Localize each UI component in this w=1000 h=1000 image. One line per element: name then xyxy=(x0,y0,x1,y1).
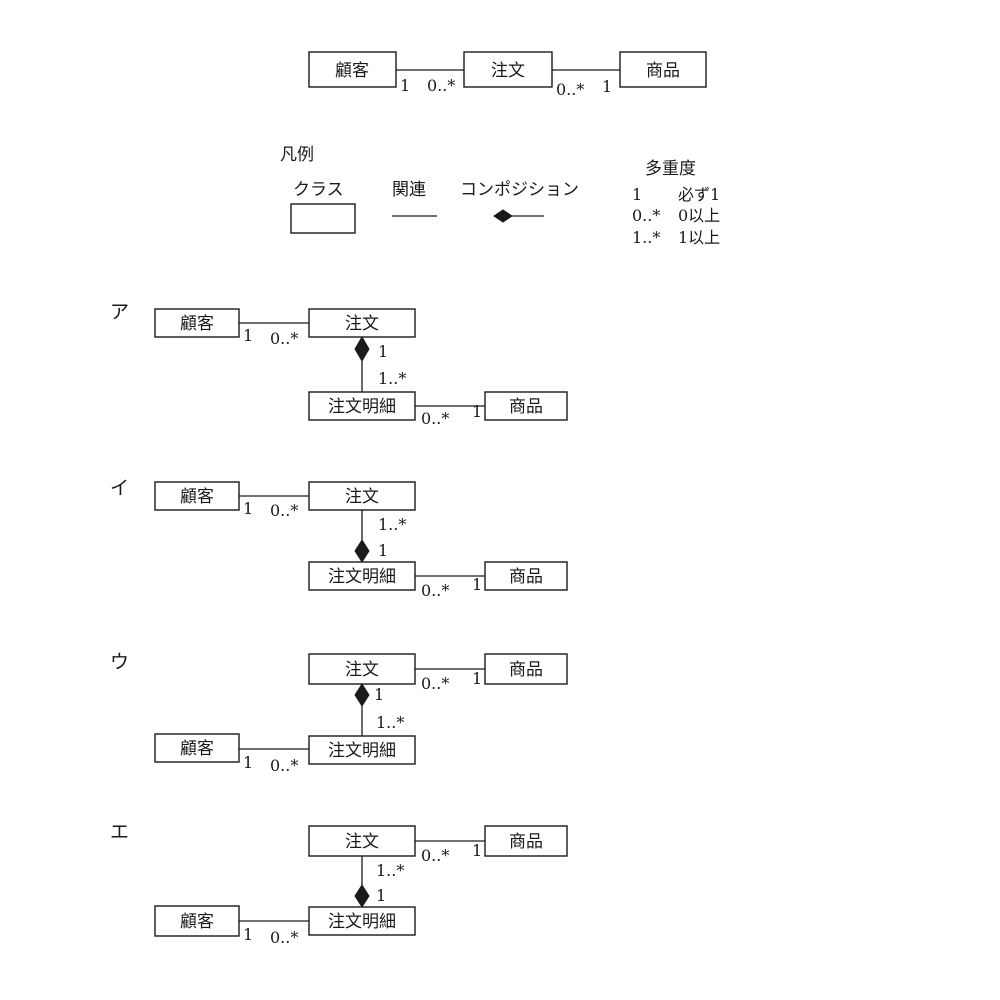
option-a-diagram: ア 顧客 注文 注文明細 商品 1 0..* 1 1..* 0..* 1 xyxy=(110,301,568,428)
class-label-customer: 顧客 xyxy=(335,61,369,81)
option-u-diagram: ウ 注文 商品 注文明細 顧客 0..* 1 1 1..* 1 0..* xyxy=(110,651,568,775)
composition-diamond xyxy=(354,539,370,563)
class-label-order: 注文 xyxy=(345,314,379,334)
class-label-order: 注文 xyxy=(345,660,379,680)
multiplicity: 1..* xyxy=(378,515,406,534)
class-box-order xyxy=(463,51,553,88)
multiplicity: 0..* xyxy=(421,846,449,865)
class-label-product: 商品 xyxy=(646,61,680,81)
legend-class-label: クラス xyxy=(293,180,344,200)
option-label: イ xyxy=(110,477,129,499)
class-box-order-detail xyxy=(308,391,416,421)
class-label-order: 注文 xyxy=(491,61,525,81)
top-diagram: 顧客 注文 商品 1 0..* 0..* 1 xyxy=(308,51,707,99)
multiplicity: 1..* xyxy=(378,369,406,388)
class-box-order xyxy=(308,825,416,857)
legend-multiplicity-desc: 1以上 xyxy=(678,228,720,247)
class-label-order-detail: 注文明細 xyxy=(328,912,396,932)
legend-class-box xyxy=(290,203,356,234)
legend-multiplicity-title: 多重度 xyxy=(645,159,696,179)
legend-multiplicity-symbol: 1 xyxy=(632,185,642,204)
class-box-customer xyxy=(154,733,240,763)
class-box-product xyxy=(484,825,568,857)
option-e-diagram: エ 注文 商品 注文明細 顧客 0..* 1 1..* 1 1 0..* xyxy=(110,821,568,947)
option-label: ウ xyxy=(110,651,129,673)
class-box-order-detail xyxy=(308,735,416,765)
class-label-customer: 顧客 xyxy=(180,739,214,759)
multiplicity: 1 xyxy=(472,575,482,594)
class-label-customer: 顧客 xyxy=(180,487,214,507)
multiplicity: 0..* xyxy=(270,756,298,775)
class-box-customer xyxy=(154,905,240,937)
multiplicity: 0..* xyxy=(427,76,455,95)
legend-title: 凡例 xyxy=(280,145,314,165)
legend: 凡例 クラス 関連 コンポジション 多重度 1 必ず1 0..* 0以上 1..… xyxy=(280,145,720,247)
class-box-product xyxy=(484,653,568,685)
multiplicity: 1 xyxy=(243,925,253,944)
multiplicity: 1 xyxy=(602,77,612,96)
multiplicity: 1 xyxy=(472,402,482,421)
legend-multiplicity-symbol: 0..* xyxy=(632,206,660,225)
legend-multiplicity-symbol: 1..* xyxy=(632,228,660,247)
option-label: エ xyxy=(110,821,129,843)
class-label-order: 注文 xyxy=(345,487,379,507)
class-label-order-detail: 注文明細 xyxy=(328,741,396,761)
option-i-diagram: イ 顧客 注文 注文明細 商品 1 0..* 1..* 1 0..* 1 xyxy=(110,477,568,600)
legend-composition-diamond xyxy=(493,209,513,223)
class-box-order xyxy=(308,308,416,338)
legend-association-label: 関連 xyxy=(392,180,426,200)
class-label-order-detail: 注文明細 xyxy=(328,397,396,417)
multiplicity: 1 xyxy=(243,753,253,772)
class-label-product: 商品 xyxy=(509,567,543,587)
class-label-product: 商品 xyxy=(509,660,543,680)
legend-composition-label: コンポジション xyxy=(460,180,579,200)
composition-diamond xyxy=(354,336,370,362)
multiplicity: 1 xyxy=(472,669,482,688)
class-box-customer xyxy=(154,308,240,338)
multiplicity: 1 xyxy=(400,76,410,95)
multiplicity: 1 xyxy=(243,499,253,518)
class-box-customer xyxy=(308,51,397,88)
class-box-product xyxy=(484,561,568,591)
multiplicity: 0..* xyxy=(270,329,298,348)
legend-multiplicity-desc: 必ず1 xyxy=(678,185,720,204)
composition-diamond xyxy=(354,683,370,707)
class-label-product: 商品 xyxy=(509,832,543,852)
multiplicity: 0..* xyxy=(421,674,449,693)
class-label-customer: 顧客 xyxy=(180,314,214,334)
class-box-product xyxy=(619,51,707,88)
class-box-product xyxy=(484,391,568,421)
multiplicity: 0..* xyxy=(556,80,584,99)
option-label: ア xyxy=(110,301,129,323)
multiplicity: 0..* xyxy=(270,501,298,520)
multiplicity: 0..* xyxy=(421,409,449,428)
multiplicity: 0..* xyxy=(270,928,298,947)
legend-multiplicity-desc: 0以上 xyxy=(678,206,720,225)
class-label-order: 注文 xyxy=(345,832,379,852)
composition-diamond xyxy=(354,884,370,908)
multiplicity: 1 xyxy=(378,342,388,361)
multiplicity: 1 xyxy=(376,886,386,905)
multiplicity: 1 xyxy=(472,841,482,860)
class-label-order-detail: 注文明細 xyxy=(328,567,396,587)
multiplicity: 1 xyxy=(243,326,253,345)
class-label-product: 商品 xyxy=(509,397,543,417)
multiplicity: 1 xyxy=(374,685,384,704)
multiplicity: 1..* xyxy=(376,861,404,880)
multiplicity: 0..* xyxy=(421,581,449,600)
multiplicity: 1..* xyxy=(376,713,404,732)
multiplicity: 1 xyxy=(378,541,388,560)
class-box-order-detail xyxy=(308,561,416,591)
class-label-customer: 顧客 xyxy=(180,912,214,932)
